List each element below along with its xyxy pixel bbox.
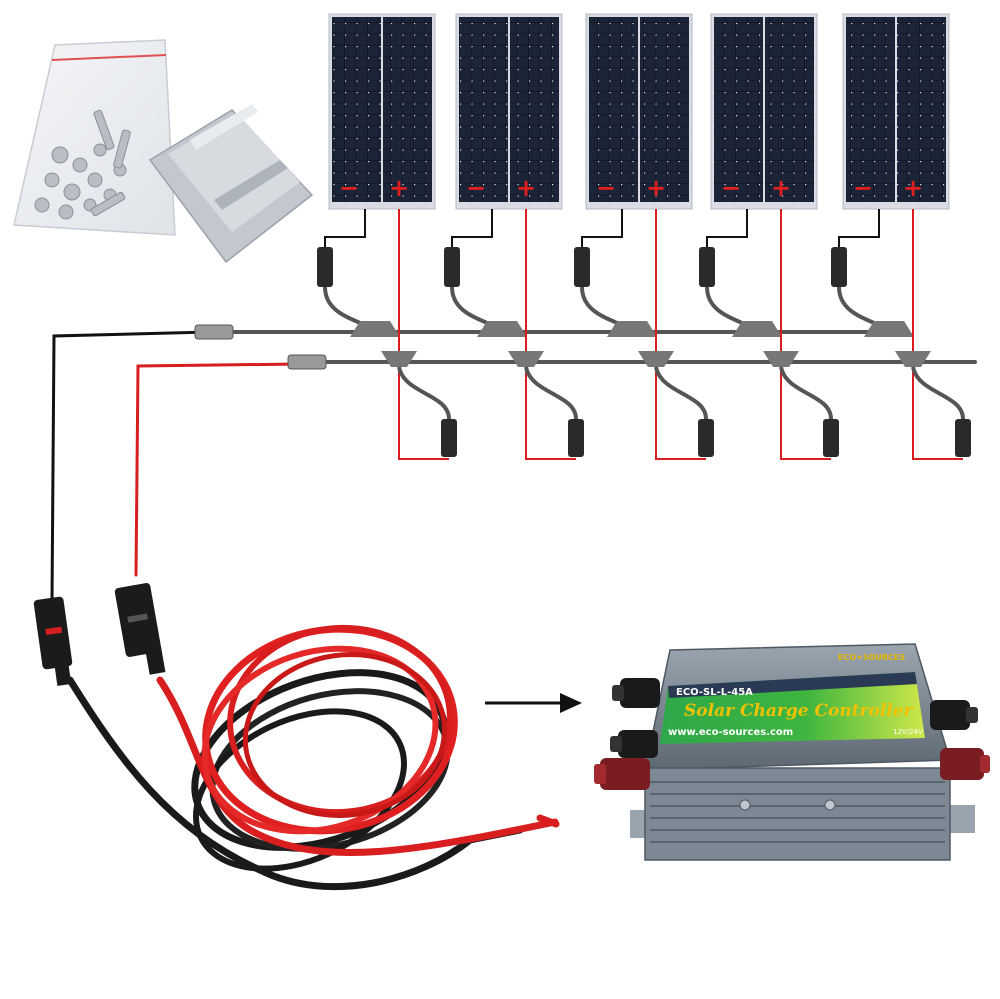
controller-website-label: www.eco-sources.com xyxy=(668,727,793,738)
mounting-hardware-bag-icon xyxy=(13,39,176,236)
panel-positive-label: + xyxy=(516,174,536,202)
solar-panel: −+ xyxy=(585,13,693,210)
panel-positive-label: + xyxy=(903,174,923,202)
controller-model-label: ECO-SL-L-45A xyxy=(676,687,753,698)
controller-terminals xyxy=(594,678,990,790)
right-arrow-icon xyxy=(485,693,582,713)
z-bracket-icon xyxy=(148,104,314,264)
solar-panel: −+ xyxy=(710,13,818,210)
panel-positive-label: + xyxy=(771,174,791,202)
solar-panel: −+ xyxy=(328,13,436,210)
controller-voltage-label: 12V/24V xyxy=(893,728,923,736)
solar-panel: −+ xyxy=(842,13,950,210)
panel-negative-label: − xyxy=(339,174,359,202)
controller-title-label: Solar Charge Controller xyxy=(684,701,914,721)
panel-drop-cables xyxy=(317,209,457,460)
charge-controller: ECO-SL-L-45A ECO✦SOURCES Solar Charge Co… xyxy=(594,643,990,861)
panel-positive-label: + xyxy=(389,174,409,202)
panel-drop-cables xyxy=(831,209,971,460)
panel-negative-label: − xyxy=(596,174,616,202)
controller-brand-label: ECO✦SOURCES xyxy=(838,653,905,662)
panel-negative-label: − xyxy=(721,174,741,202)
solar-panel: −+ xyxy=(455,13,563,210)
panel-drop-cables xyxy=(444,209,584,460)
panel-negative-label: − xyxy=(466,174,486,202)
panel-drop-cables xyxy=(574,209,714,460)
panel-drop-cables xyxy=(699,209,839,460)
panel-negative-label: − xyxy=(853,174,873,202)
panel-positive-label: + xyxy=(646,174,666,202)
parallel-bus-cables xyxy=(50,324,977,602)
cable-coil-icon xyxy=(33,583,560,891)
